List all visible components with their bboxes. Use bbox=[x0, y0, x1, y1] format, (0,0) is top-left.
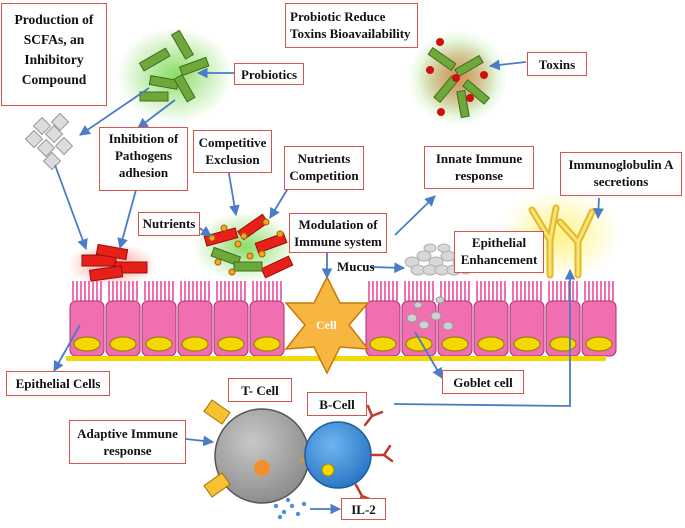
label-probiotics: Probiotics bbox=[234, 63, 304, 85]
label-innate: Innate Immune response bbox=[424, 146, 534, 189]
label-epithelial-enhancement: Epithelial Enhancement bbox=[454, 231, 544, 273]
label-toxins: Toxins bbox=[527, 52, 587, 76]
label-inhibition: Inhibition of Pathogens adhesion bbox=[99, 127, 188, 191]
cell-nucleus bbox=[369, 336, 397, 352]
cell-nucleus bbox=[145, 336, 173, 352]
pathogens-left bbox=[67, 243, 157, 287]
label-epithelial-cells: Epithelial Cells bbox=[6, 371, 110, 396]
label-il2: IL-2 bbox=[341, 498, 386, 520]
label-immunoglobulin: Immunoglobulin A secretions bbox=[560, 152, 682, 196]
cell-nucleus bbox=[109, 336, 137, 352]
cell-nucleus bbox=[73, 336, 101, 352]
label-tcell: T- Cell bbox=[228, 378, 292, 402]
label-probiotic-reduce: Probiotic Reduce Toxins Bioavailability bbox=[285, 3, 418, 48]
label-goblet: Goblet cell bbox=[442, 370, 524, 394]
cell-nucleus bbox=[477, 336, 505, 352]
cell-nucleus bbox=[217, 336, 245, 352]
cell-nucleus bbox=[405, 336, 433, 352]
label-nutrients: Nutrients bbox=[138, 212, 200, 236]
epithelial-layer bbox=[69, 300, 617, 357]
arrows bbox=[53, 59, 604, 515]
cell-nucleus bbox=[585, 336, 613, 352]
cell-nucleus bbox=[181, 336, 209, 352]
microvilli bbox=[72, 281, 614, 301]
immune-star-cell bbox=[284, 275, 370, 375]
basement-membrane bbox=[66, 356, 606, 361]
probiotics-cluster bbox=[117, 27, 233, 123]
label-mucus: Mucus bbox=[337, 259, 375, 274]
cell-nucleus bbox=[513, 336, 541, 352]
label-competitive: Competitive Exclusion bbox=[193, 130, 272, 173]
label-bcell: B-Cell bbox=[307, 392, 367, 416]
cell-nucleus bbox=[253, 336, 281, 352]
mucus-blobs bbox=[404, 243, 473, 276]
b-cell bbox=[304, 404, 394, 506]
label-nutrients-competition: Nutrients Competition bbox=[284, 146, 364, 190]
scfa-crystals bbox=[24, 112, 74, 171]
il2-dots bbox=[273, 497, 307, 520]
cell-nucleus bbox=[549, 336, 577, 352]
label-modulation: Modulation of Immune system bbox=[289, 213, 387, 253]
goblet-droplets bbox=[406, 296, 454, 331]
toxins-cluster bbox=[408, 30, 508, 126]
label-cell: Cell bbox=[316, 318, 337, 332]
cell-nucleus bbox=[441, 336, 469, 352]
label-adaptive: Adaptive Immune response bbox=[69, 420, 186, 464]
label-scfa: Production of SCFAs, an Inhibitory Compo… bbox=[1, 3, 107, 106]
competitive-cluster bbox=[193, 212, 297, 282]
t-cell bbox=[203, 399, 318, 504]
